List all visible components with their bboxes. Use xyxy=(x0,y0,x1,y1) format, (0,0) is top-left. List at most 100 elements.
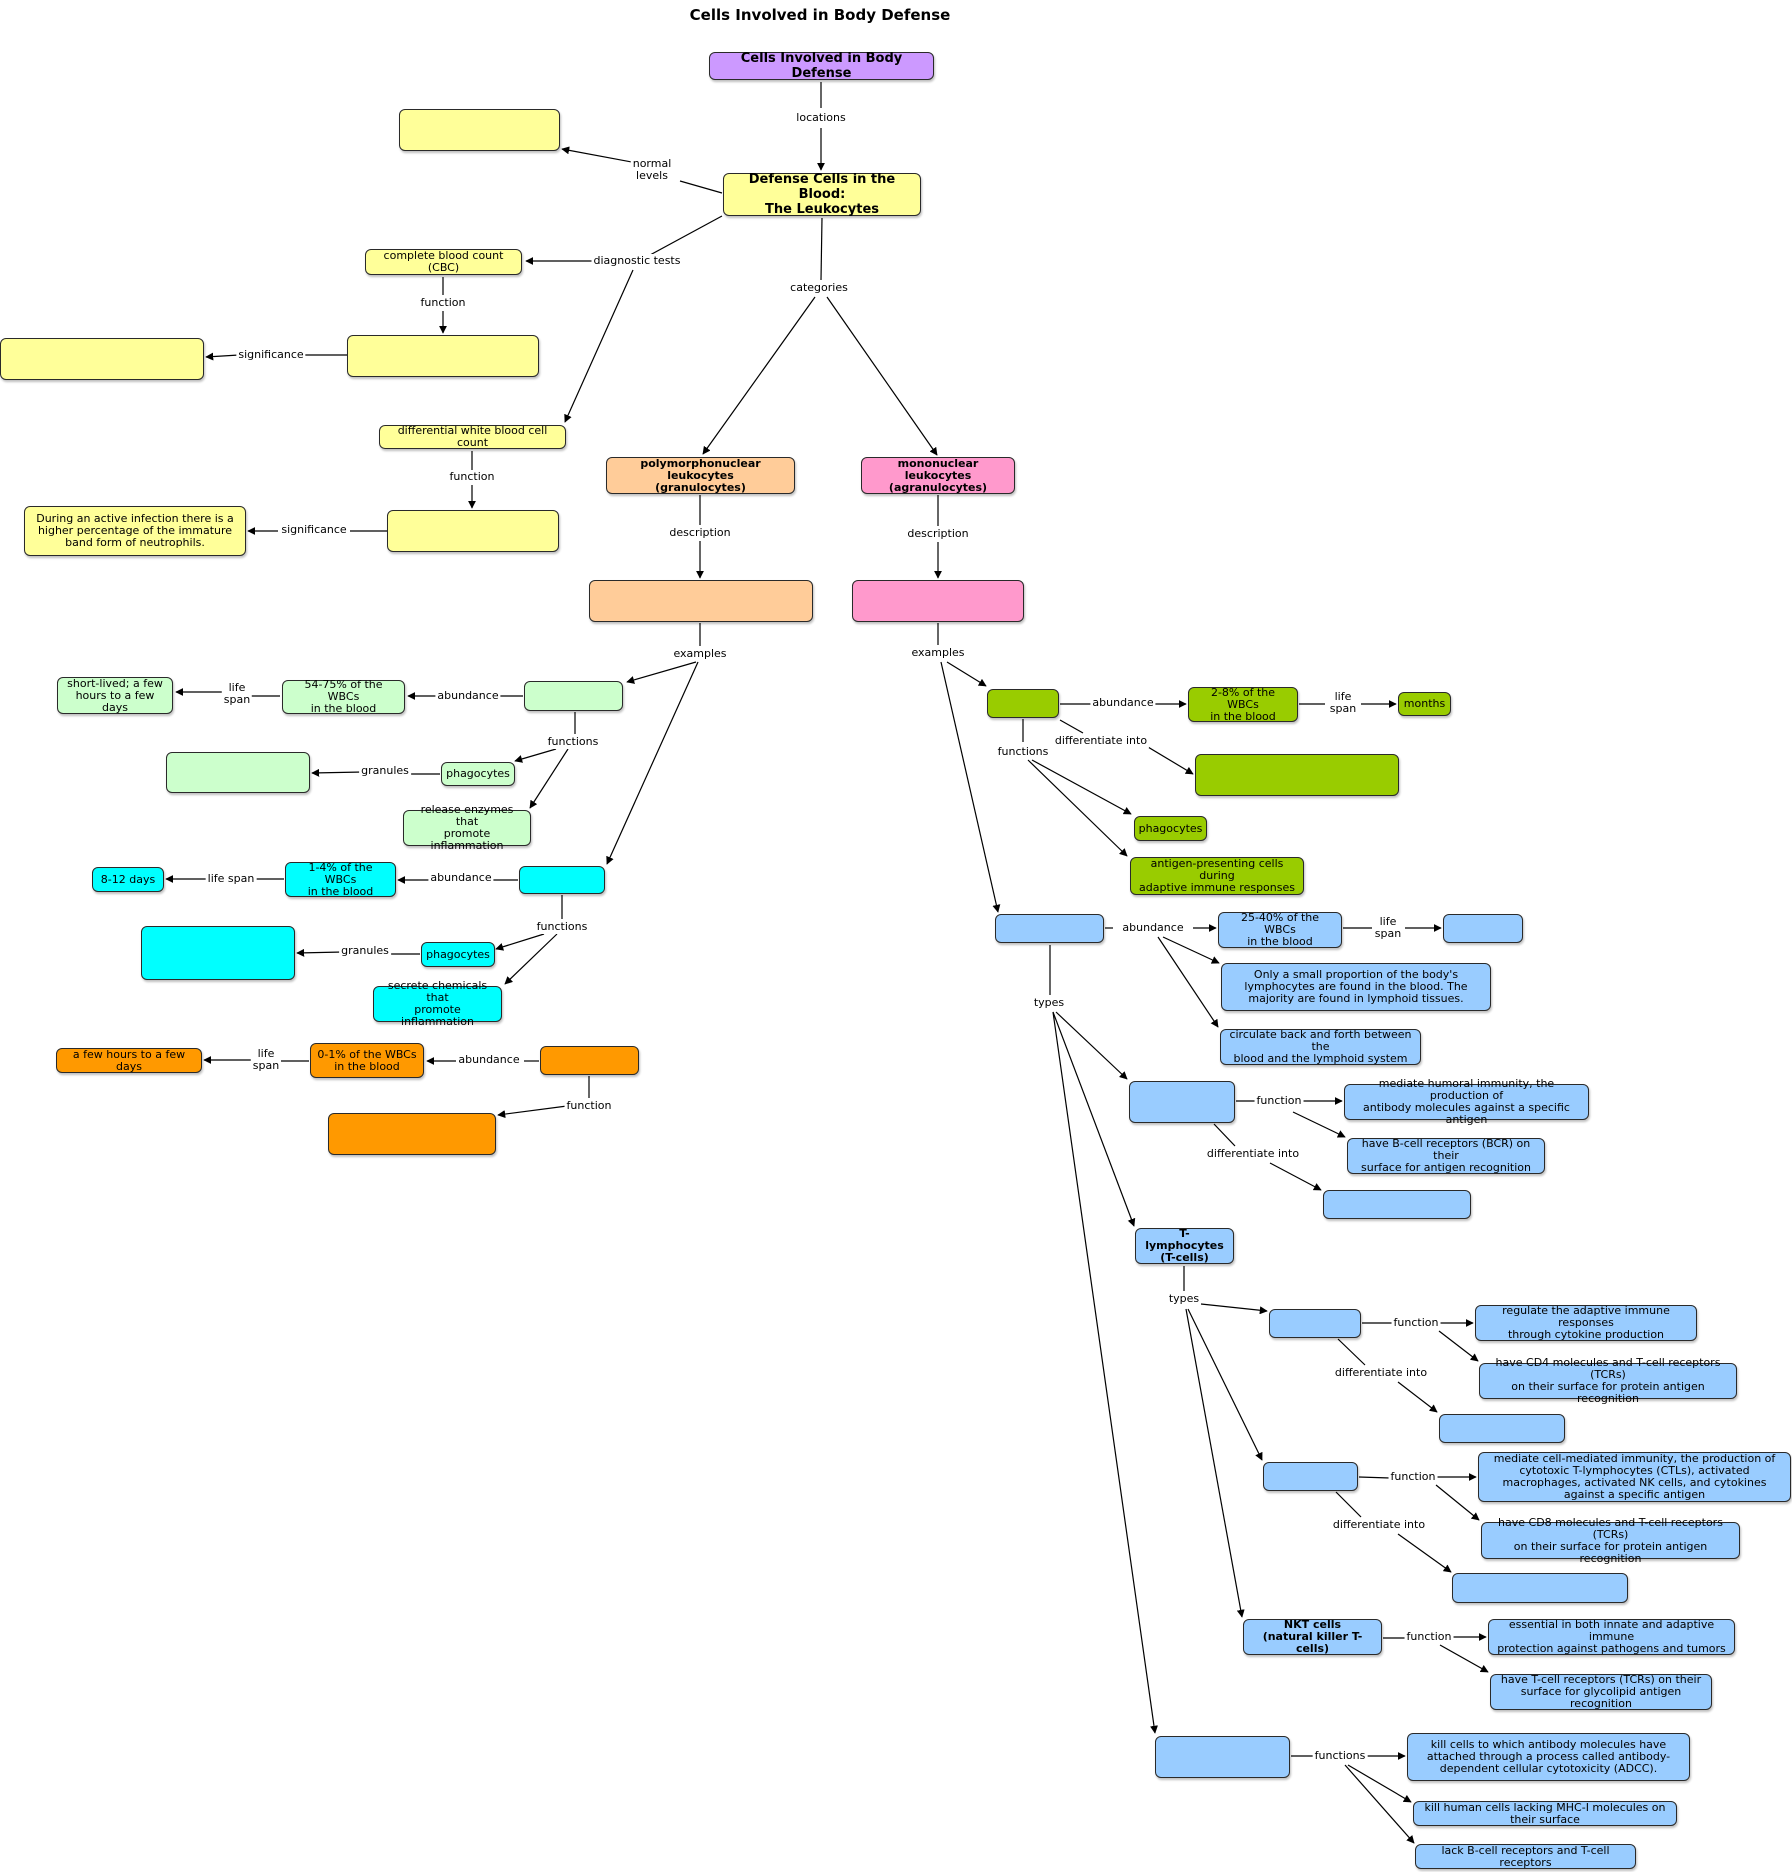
connector-33 xyxy=(514,748,557,763)
label-categories: categories xyxy=(788,281,850,295)
node-baso-function[interactable] xyxy=(328,1113,496,1155)
connector-8 xyxy=(702,296,816,455)
node-t8-differentiate[interactable] xyxy=(1452,1573,1628,1603)
connector-74 xyxy=(1213,1123,1236,1147)
label-gran-description: description xyxy=(667,526,733,540)
connector-68 xyxy=(1055,1011,1128,1080)
node-t8-cd8[interactable]: have CD8 molecules and T-cell receptors … xyxy=(1481,1516,1740,1564)
node-eos-phagocytes[interactable]: phagocytes xyxy=(421,942,495,967)
node-neut-granules[interactable] xyxy=(166,752,310,793)
label-t8-function: function xyxy=(1388,1470,1438,1484)
label-locations: locations xyxy=(794,111,848,125)
label-t4-differentiate: differentiate into xyxy=(1332,1366,1430,1380)
node-neutrophils[interactable] xyxy=(524,681,623,711)
node-diff-function[interactable] xyxy=(387,510,559,552)
connector-89 xyxy=(1397,1533,1452,1573)
node-diff-count[interactable]: differential white blood cell count xyxy=(379,425,566,449)
node-normal-levels[interactable] xyxy=(399,109,560,151)
node-leukocytes[interactable]: Defense Cells in the Blood:The Leukocyte… xyxy=(723,172,921,217)
node-nkt-essential[interactable]: essential in both innate and adaptive im… xyxy=(1488,1619,1735,1655)
connector-83 xyxy=(1337,1338,1366,1366)
connector-42 xyxy=(495,933,545,951)
node-nk-adcc[interactable]: kill cells to which antibody molecules h… xyxy=(1407,1733,1690,1781)
node-t8[interactable] xyxy=(1263,1462,1358,1491)
node-bcells[interactable] xyxy=(1129,1081,1235,1123)
node-mono-phagocytes[interactable]: phagocytes xyxy=(1134,816,1207,841)
node-nkt[interactable]: NKT cells(natural killer T-cells) xyxy=(1243,1619,1382,1655)
connector-2 xyxy=(679,180,723,194)
node-t4-cd4[interactable]: have CD4 molecules and T-cell receptors … xyxy=(1479,1357,1737,1405)
label-eos-abundance: abundance xyxy=(428,871,494,885)
node-t4[interactable] xyxy=(1269,1309,1361,1338)
node-eos-lifespan[interactable]: 8-12 days xyxy=(92,867,164,892)
connector-24 xyxy=(606,661,699,865)
node-nk[interactable] xyxy=(1155,1736,1290,1778)
connector-7 xyxy=(820,217,823,281)
connector-26 xyxy=(946,661,987,687)
connector-43 xyxy=(504,933,558,985)
node-cbc-significance[interactable] xyxy=(0,338,204,380)
connector-96 xyxy=(1344,1764,1415,1844)
connector-23 xyxy=(626,661,697,684)
node-basophils[interactable] xyxy=(540,1046,639,1075)
label-neut-abundance: abundance xyxy=(435,689,501,703)
connector-95 xyxy=(1347,1764,1412,1803)
connector-56 xyxy=(1059,719,1084,734)
connector-65 xyxy=(1162,936,1220,964)
node-eos-granules[interactable] xyxy=(141,926,295,980)
node-nk-mhc[interactable]: kill human cells lacking MHC-I molecules… xyxy=(1413,1801,1677,1826)
label-agran-description: description xyxy=(905,527,971,541)
connector-70 xyxy=(1052,1011,1158,1734)
node-tcells[interactable]: T-lymphocytes(T-cells) xyxy=(1135,1228,1234,1264)
node-lymph-proportion[interactable]: Only a small proportion of the body's ly… xyxy=(1221,963,1491,1011)
connector-75 xyxy=(1269,1162,1322,1191)
node-agranulocytes[interactable]: mononuclear leukocytes(agranulocytes) xyxy=(861,457,1015,494)
node-eosinophils[interactable] xyxy=(519,866,605,894)
node-gran-description[interactable] xyxy=(589,580,813,622)
node-monocytes[interactable] xyxy=(987,689,1059,718)
node-baso-lifespan[interactable]: a few hours to a few days xyxy=(56,1048,202,1073)
label-nkt-function: function xyxy=(1404,1630,1454,1644)
node-nk-lack[interactable]: lack B-cell receptors and T-cell recepto… xyxy=(1415,1844,1636,1869)
label-cbc-function: function xyxy=(418,296,468,310)
connector-84 xyxy=(1397,1381,1438,1413)
label-cbc-significance: significance xyxy=(236,348,306,362)
connector-69 xyxy=(1052,1011,1136,1227)
label-t8-differentiate: differentiate into xyxy=(1330,1518,1428,1532)
label-mono-differentiate: differentiate into xyxy=(1052,734,1150,748)
node-diff-significance[interactable]: During an active infection there is a hi… xyxy=(24,506,246,556)
node-neut-phagocytes[interactable]: phagocytes xyxy=(441,762,515,786)
label-eos-granules: granules xyxy=(339,944,391,958)
node-t8-cellmediated[interactable]: mediate cell-mediated immunity, the prod… xyxy=(1478,1452,1791,1502)
label-mono-functions: functions xyxy=(995,745,1051,759)
node-cbc[interactable]: complete blood count (CBC) xyxy=(365,249,522,275)
node-granulocytes[interactable]: polymorphonuclear leukocytes(granulocyte… xyxy=(606,457,795,494)
node-lymph-lifespan[interactable] xyxy=(1443,914,1523,943)
node-lymphocytes[interactable] xyxy=(995,914,1104,943)
node-agran-description[interactable] xyxy=(852,580,1024,622)
node-cbc-function[interactable] xyxy=(347,335,539,377)
node-t4-differentiate[interactable] xyxy=(1439,1414,1565,1443)
node-root[interactable]: Cells Involved in Body Defense xyxy=(709,51,934,81)
node-mono-lifespan[interactable]: months xyxy=(1398,692,1451,716)
node-bcell-differentiate[interactable] xyxy=(1323,1190,1471,1219)
node-bcell-humoral[interactable]: mediate humoral immunity, the production… xyxy=(1344,1078,1589,1126)
label-diff-function: function xyxy=(447,470,497,484)
node-mono-differentiate[interactable] xyxy=(1195,754,1399,796)
